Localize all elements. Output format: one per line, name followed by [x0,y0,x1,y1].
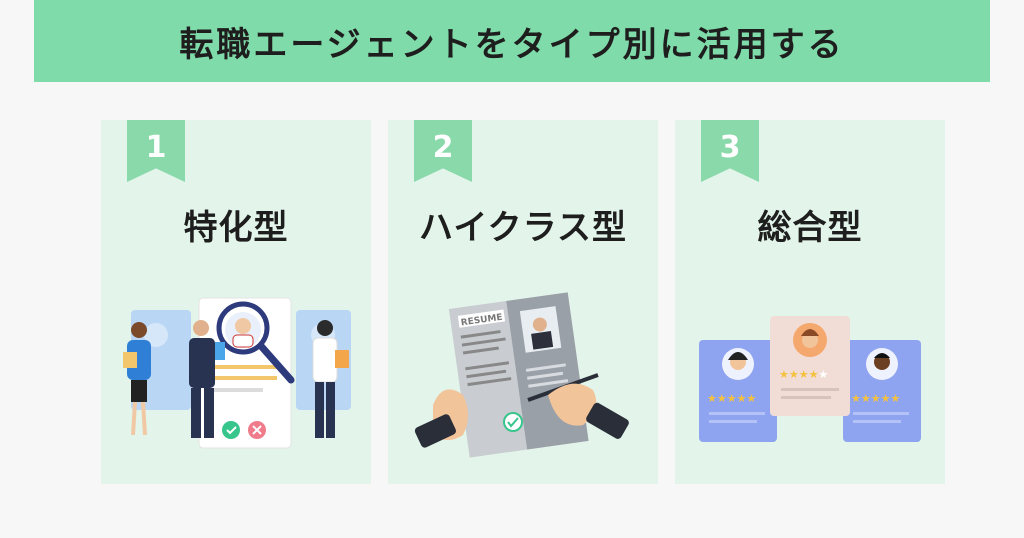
card-title: 特化型 [183,208,289,248]
card-general: 3 総合型 ★★★★★ ★★★★★ ★★★★★ [675,120,945,484]
consultants-search-illustration [123,297,351,449]
card-specialized: 1 特化型 [101,120,371,484]
card-title: ハイクラス型 [419,208,627,248]
badge-number: 2 [432,130,454,165]
svg-text:★★★★★: ★★★★★ [851,392,900,405]
badge-number: 3 [719,130,741,165]
page-title: 転職エージェントをタイプ別に活用する [179,24,845,65]
svg-text:★★★★★: ★★★★★ [707,392,756,405]
card-high-class: 2 ハイクラス型 RESUME [388,120,658,484]
number-badge: 2 [414,120,472,182]
header-banner: 転職エージェントをタイプ別に活用する [34,0,990,82]
number-badge: 1 [127,120,185,182]
card-title: 総合型 [757,208,863,248]
svg-text:★★★★★: ★★★★★ [779,368,828,381]
candidate-profiles-illustration: ★★★★★ ★★★★★ ★★★★★ [699,316,921,442]
resume-signing-illustration: RESUME [414,292,629,458]
number-badge: 3 [701,120,759,182]
badge-number: 1 [145,130,167,165]
